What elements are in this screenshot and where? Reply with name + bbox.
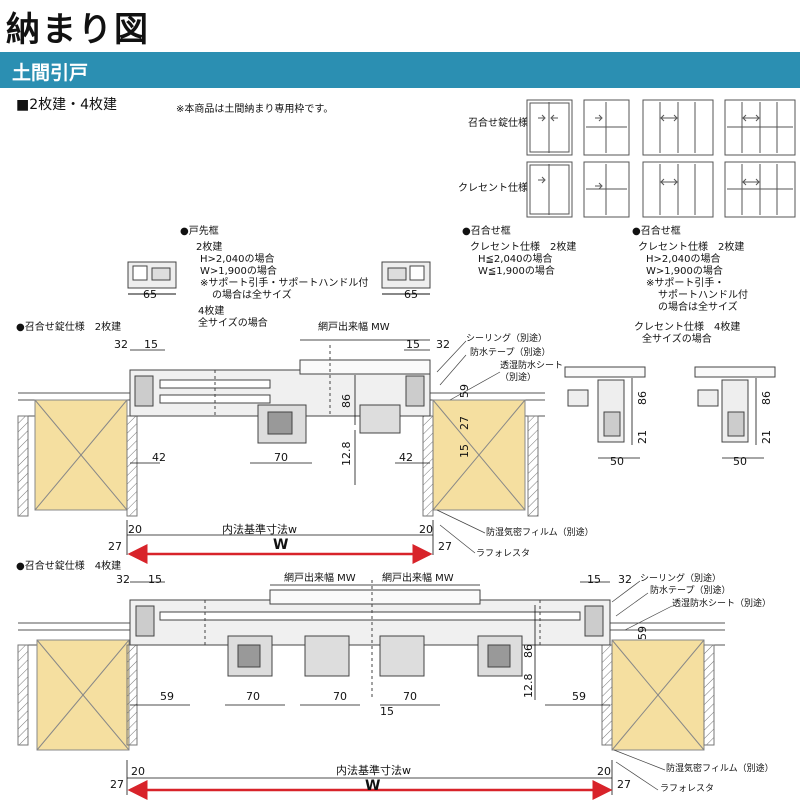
plan2-lath: ラフォレスタ bbox=[476, 549, 531, 559]
plan4-d70c: 70 bbox=[403, 690, 417, 703]
plan4-lath: ラフォレスタ bbox=[660, 784, 715, 794]
plan4-d128: 12.8 bbox=[522, 673, 535, 699]
sec1-d21: 21 bbox=[636, 430, 649, 444]
plan4-head: ●召合せ錠仕様 4枚建 bbox=[16, 561, 122, 572]
tosaki-detail-left bbox=[127, 261, 177, 295]
plan2-d86: 86 bbox=[340, 394, 353, 408]
plan4-screen-width-2: 網戸出来幅 MW bbox=[382, 573, 454, 584]
mid-line1: クレセント仕様 2枚建 bbox=[470, 242, 577, 253]
plan4-d59: 59 bbox=[636, 626, 649, 640]
plan4-inner-dimension: 内法基準寸法w bbox=[336, 764, 411, 777]
page-title: 納まり図 bbox=[6, 10, 150, 50]
tosaki-detail-right bbox=[381, 261, 431, 295]
plan4-film: 防湿気密フィルム（別途） bbox=[666, 764, 774, 774]
plan2-screen-width: 網戸出来幅 MW bbox=[318, 322, 390, 333]
right-head: ●召合せ框 bbox=[632, 226, 681, 237]
plan2-film: 防湿気密フィルム（別途） bbox=[486, 528, 594, 538]
plan2-d27b: 27 bbox=[438, 540, 452, 553]
plan4-d86: 86 bbox=[522, 644, 535, 658]
plan4-d27b: 27 bbox=[617, 778, 631, 791]
plan4-d15c: 15 bbox=[380, 705, 394, 718]
plan4-d70b: 70 bbox=[333, 690, 347, 703]
right-line5: サポートハンドル付 bbox=[658, 290, 748, 301]
plan4-dimlines bbox=[126, 581, 613, 795]
plan4-d32b: 32 bbox=[618, 573, 632, 586]
right-line8: 全サイズの場合 bbox=[642, 334, 712, 345]
tosaki-line3: W>1,900の場合 bbox=[200, 266, 277, 277]
plan2-inner-dimension: 内法基準寸法w bbox=[222, 523, 297, 536]
plan4-d59b: 59 bbox=[572, 690, 586, 703]
subtitle: ■2枚建・4枚建 bbox=[16, 97, 118, 113]
right-line2: H>2,040の場合 bbox=[646, 254, 721, 265]
plan4-d70a: 70 bbox=[246, 690, 260, 703]
plan2-sheet1: 透湿防水シート bbox=[500, 361, 564, 371]
tosaki-line2: H>2,040の場合 bbox=[200, 254, 275, 265]
plan4-W-label: W bbox=[365, 778, 381, 794]
tosaki-line7: 全サイズの場合 bbox=[198, 318, 268, 329]
tosaki-line5: の場合は全サイズ bbox=[212, 290, 292, 301]
plan4-frame bbox=[129, 580, 611, 700]
plan2-d128: 12.8 bbox=[340, 441, 353, 467]
plan2-mullion-sections bbox=[564, 366, 776, 443]
plan4-d27a: 27 bbox=[110, 778, 124, 791]
plan4-d20a: 20 bbox=[131, 765, 145, 778]
sec2-d21: 21 bbox=[760, 430, 773, 444]
section-label: 土間引戸 bbox=[12, 62, 89, 84]
tosaki-dim-right: 65 bbox=[404, 288, 418, 301]
plan4-d15a: 15 bbox=[148, 573, 162, 586]
tosaki-line4: ※サポート引手・サポートハンドル付 bbox=[200, 278, 369, 289]
plan4-d32a: 32 bbox=[116, 573, 130, 586]
right-line1: クレセント仕様 2枚建 bbox=[638, 242, 745, 253]
sec1-d86: 86 bbox=[636, 391, 649, 405]
mid-line3: W≦1,900の場合 bbox=[478, 266, 555, 277]
plan2-dimlines bbox=[126, 339, 434, 555]
mid-line2: H≦2,040の場合 bbox=[478, 254, 553, 265]
sec1-d50: 50 bbox=[610, 455, 624, 468]
tosaki-head: ●戸先框 bbox=[180, 226, 219, 237]
plan4-tape: 防水テープ（別途） bbox=[650, 586, 731, 596]
plan2-d15b: 15 bbox=[406, 338, 420, 351]
legend-window-icons bbox=[526, 99, 796, 218]
plan2-d15a: 15 bbox=[144, 338, 158, 351]
plan2-d20b: 20 bbox=[419, 523, 433, 536]
right-line7: クレセント仕様 4枚建 bbox=[634, 322, 741, 333]
tosaki-dim-left: 65 bbox=[143, 288, 157, 301]
plan2-d27v: 27 bbox=[458, 416, 471, 430]
product-note: ※本商品は土間納まり専用枠です。 bbox=[176, 104, 334, 115]
plan2-head: ●召合せ錠仕様 2枚建 bbox=[16, 322, 122, 333]
section-band bbox=[0, 52, 800, 88]
plan2-W-label: W bbox=[273, 537, 289, 553]
right-line3: W>1,900の場合 bbox=[646, 266, 723, 277]
plan2-d15v: 15 bbox=[458, 444, 471, 458]
plan2-d32a: 32 bbox=[114, 338, 128, 351]
plan4-sheet: 透湿防水シート（別途） bbox=[672, 599, 772, 609]
plan2-d20a: 20 bbox=[128, 523, 142, 536]
plan4-d20b: 20 bbox=[597, 765, 611, 778]
plan2-d42a: 42 bbox=[152, 451, 166, 464]
legend-row1-label: 召合せ錠仕様 bbox=[468, 118, 528, 129]
plan2-d32b: 32 bbox=[436, 338, 450, 351]
plan4-d15b: 15 bbox=[587, 573, 601, 586]
tosaki-line1: 2枚建 bbox=[196, 242, 223, 253]
plan4-d59a: 59 bbox=[160, 690, 174, 703]
mid-head: ●召合せ框 bbox=[462, 226, 511, 237]
right-line6: の場合は全サイズ bbox=[658, 302, 738, 313]
plan2-d70: 70 bbox=[274, 451, 288, 464]
right-line4: ※サポート引手・ bbox=[646, 278, 725, 289]
plan2-d59: 59 bbox=[458, 384, 471, 398]
legend-row2-label: クレセント仕様 bbox=[458, 183, 528, 194]
sec2-d50: 50 bbox=[733, 455, 747, 468]
plan2-frame bbox=[129, 345, 431, 444]
plan2-d27a: 27 bbox=[108, 540, 122, 553]
plan4-sealing: シーリング（別途） bbox=[640, 574, 722, 584]
plan2-d42b: 42 bbox=[399, 451, 413, 464]
tosaki-line6: 4枚建 bbox=[198, 306, 225, 317]
plan2-sealing: シーリング（別途） bbox=[466, 334, 548, 344]
sec2-d86: 86 bbox=[760, 391, 773, 405]
plan2-sheet2: （別途） bbox=[500, 373, 537, 383]
plan2-tape: 防水テープ（別途） bbox=[470, 348, 551, 358]
plan4-screen-width-1: 網戸出来幅 MW bbox=[284, 573, 356, 584]
